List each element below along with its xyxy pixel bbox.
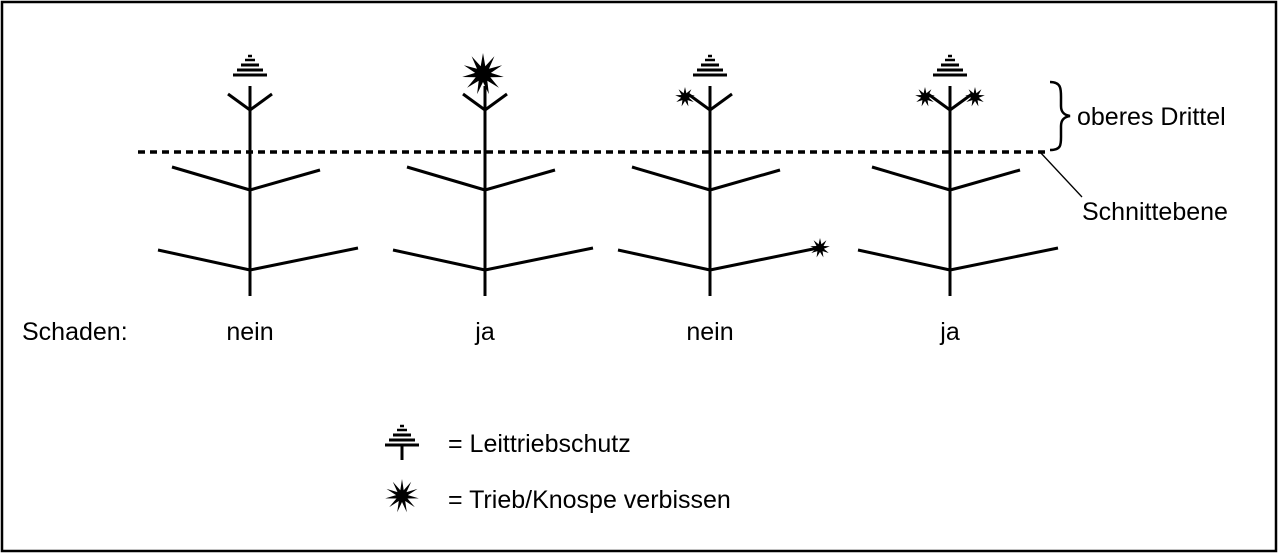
upper-branch bbox=[949, 92, 973, 112]
bitten-side-shoot-icon bbox=[675, 87, 695, 107]
lower-branch bbox=[709, 246, 819, 272]
middle-branch bbox=[171, 165, 251, 192]
middle-branch bbox=[406, 165, 486, 192]
damage-value: ja bbox=[939, 318, 960, 346]
bitten-side-shoot-icon bbox=[965, 87, 985, 107]
tree-2: ja bbox=[392, 53, 594, 346]
upper-branch bbox=[249, 92, 273, 112]
legend-leader-protection-text: = Leittriebschutz bbox=[448, 430, 631, 458]
damage-value: nein bbox=[686, 318, 733, 346]
lower-branch bbox=[949, 246, 1059, 272]
upper-branch bbox=[927, 92, 951, 112]
cut-plane-leader bbox=[1039, 151, 1083, 198]
upper-branch bbox=[709, 92, 733, 112]
tree-1: nein bbox=[157, 54, 359, 346]
upper-branch bbox=[462, 92, 486, 112]
bitten-bud-icon bbox=[385, 479, 419, 513]
leader-protection-icon bbox=[231, 54, 269, 77]
middle-branch bbox=[709, 168, 781, 192]
cut-plane-label: Schnittebene bbox=[1082, 198, 1228, 226]
leader-protection-icon bbox=[383, 424, 421, 460]
lower-branch bbox=[617, 248, 711, 272]
middle-branch bbox=[484, 168, 556, 192]
damage-value: ja bbox=[474, 318, 495, 346]
legend-bitten-text: = Trieb/Knospe verbissen bbox=[448, 486, 731, 514]
bitten-leader-icon bbox=[462, 53, 504, 95]
upper-branch bbox=[687, 92, 711, 112]
lower-branch bbox=[484, 246, 594, 272]
middle-branch bbox=[249, 168, 321, 192]
trees: nein ja nein ja bbox=[157, 53, 1059, 346]
top-third-label: oberes Drittel bbox=[1077, 103, 1226, 131]
lower-branch bbox=[857, 248, 951, 272]
lower-branch bbox=[249, 246, 359, 272]
upper-branch bbox=[484, 92, 508, 112]
top-third-brace bbox=[1049, 80, 1071, 152]
middle-branch bbox=[871, 165, 951, 192]
bitten-side-shoot-icon bbox=[915, 87, 935, 107]
leader-protection-icon bbox=[931, 54, 969, 77]
bitten-branch-tip-icon bbox=[810, 238, 830, 258]
upper-branch bbox=[227, 92, 251, 112]
middle-branch bbox=[631, 165, 711, 192]
damage-value: nein bbox=[226, 318, 273, 346]
leader-protection-icon bbox=[691, 54, 729, 77]
lower-branch bbox=[157, 248, 251, 272]
tree-4: ja bbox=[857, 54, 1059, 346]
legend: = Leittriebschutz = Trieb/Knospe verbiss… bbox=[383, 424, 731, 514]
tree-3: nein bbox=[617, 54, 830, 346]
middle-branch bbox=[949, 168, 1021, 192]
lower-branch bbox=[392, 248, 486, 272]
damage-prefix-label: Schaden: bbox=[22, 318, 128, 346]
